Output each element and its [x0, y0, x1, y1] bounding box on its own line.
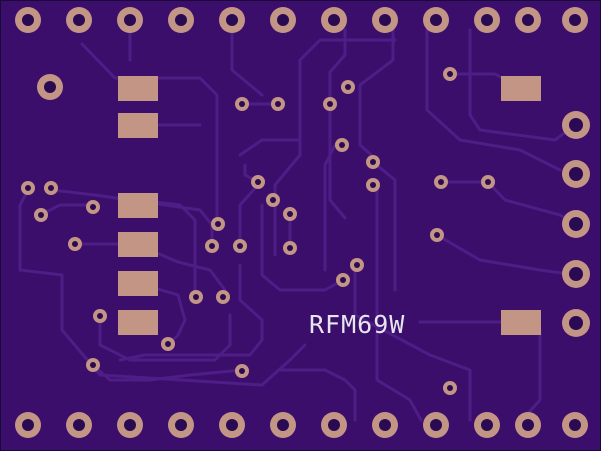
- smd-pads: [118, 76, 541, 335]
- smd-pad-3: [118, 193, 158, 218]
- smd-pad-4: [118, 232, 158, 257]
- smd-pad-6: [118, 310, 158, 335]
- smd-pad-7: [501, 76, 541, 101]
- silkscreen-label: RFM69W: [309, 310, 406, 339]
- smd-pad-2: [118, 113, 158, 138]
- smd-pad-8: [501, 310, 541, 335]
- smd-pad-1: [118, 76, 158, 101]
- smd-pad-5: [118, 271, 158, 296]
